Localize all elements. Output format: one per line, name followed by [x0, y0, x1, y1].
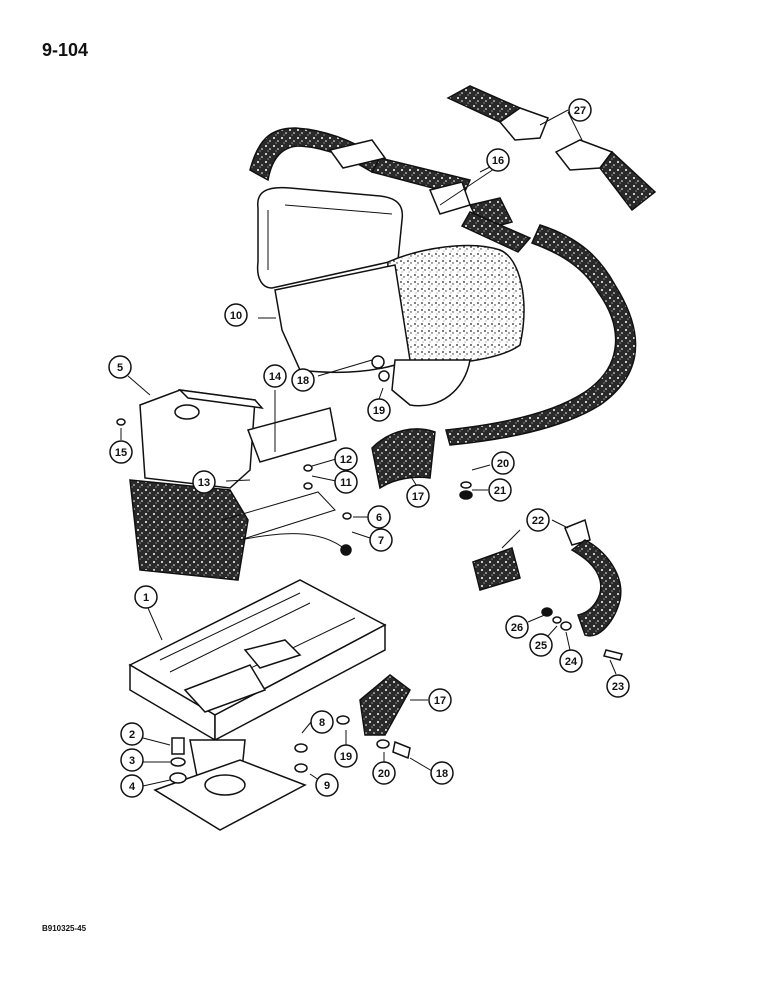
callouts: 1 2 3 4 5 6 7 8 9 10 11 12 13 14 15 16 1… — [108, 98, 630, 798]
callout-1: 1 — [143, 592, 149, 604]
callout-10: 10 — [230, 310, 242, 322]
suspension-frame — [128, 579, 387, 831]
callout-5: 5 — [117, 362, 123, 374]
callout-2: 2 — [129, 729, 135, 741]
callout-16: 16 — [492, 155, 504, 167]
callout-15: 15 — [115, 447, 127, 459]
callout-21: 21 — [494, 485, 506, 497]
callout-11: 11 — [340, 477, 352, 489]
seat-belt-strap — [249, 127, 637, 446]
callout-20-lower: 20 — [378, 768, 390, 780]
callout-17-upper: 17 — [412, 491, 424, 503]
page-number: 9-104 — [42, 40, 89, 60]
callout-26: 26 — [511, 622, 523, 634]
control-console — [129, 388, 352, 581]
seat-assembly — [256, 186, 525, 407]
callout-17-lower: 17 — [434, 695, 446, 707]
callout-18-lower: 18 — [436, 768, 448, 780]
callout-12: 12 — [340, 454, 352, 466]
callout-27: 27 — [574, 105, 586, 117]
armrest-pad-lower — [359, 674, 411, 736]
callout-8: 8 — [319, 717, 325, 729]
callout-14: 14 — [269, 371, 282, 383]
callout-20-upper: 20 — [497, 458, 509, 470]
armrest-pad-upper — [371, 428, 436, 490]
callout-7: 7 — [378, 535, 384, 547]
seat-belt-lower-strap — [472, 518, 622, 637]
callout-22: 22 — [532, 515, 544, 527]
callout-25: 25 — [535, 640, 547, 652]
callout-4: 4 — [129, 781, 136, 793]
figure-code: B910325-45 — [42, 924, 87, 933]
callout-24: 24 — [565, 656, 578, 668]
callout-9: 9 — [324, 780, 330, 792]
callout-6: 6 — [376, 512, 382, 524]
callout-13: 13 — [198, 477, 210, 489]
callout-3: 3 — [129, 755, 135, 767]
callout-18-upper: 18 — [297, 375, 309, 387]
callout-19-lower: 19 — [340, 751, 352, 763]
callout-19-upper: 19 — [373, 405, 385, 417]
callout-23: 23 — [612, 681, 624, 693]
hardware — [116, 418, 623, 784]
seat-belt-buckle — [446, 85, 657, 212]
